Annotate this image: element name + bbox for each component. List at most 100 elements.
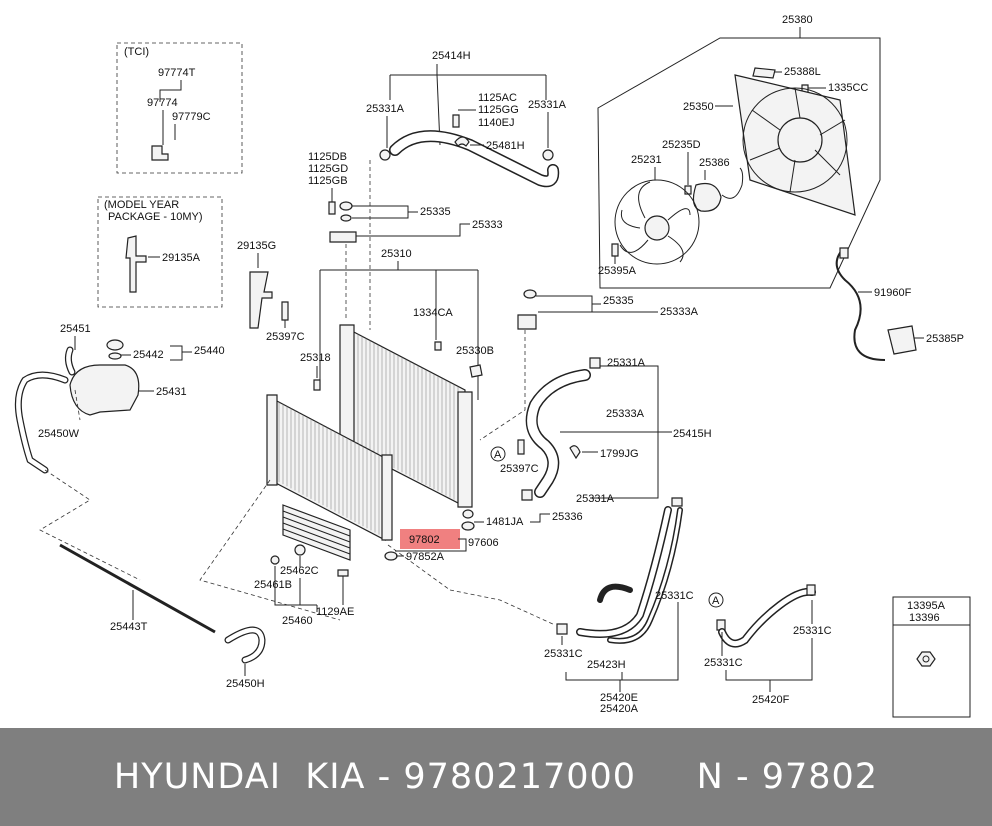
nut-inset: 13395A 13396	[892, 596, 971, 718]
label-25461B: 25461B	[254, 579, 292, 591]
label-25460: 25460	[282, 615, 313, 627]
radiator-group: 25310 1334CA 25330B 29135G 25397C 25318	[237, 240, 494, 508]
radiator-cap-icon	[329, 231, 357, 243]
tci-inset: (TCI) 97774T 97774 97779C	[116, 42, 243, 174]
label-25397C-left: 25397C	[266, 331, 305, 343]
label-model-year-1: (MODEL YEAR	[104, 199, 179, 211]
label-1335CC: 1335CC	[828, 82, 868, 94]
label-25330B: 25330B	[456, 345, 494, 357]
air-guard-side-icon	[249, 271, 273, 329]
label-25386: 25386	[699, 157, 730, 169]
label-circle-a2: A	[712, 595, 720, 607]
label-circle-a: A	[494, 449, 502, 461]
label-25336: 25336	[552, 511, 583, 523]
label-97779C: 97779C	[172, 111, 211, 123]
label-1140EJ: 1140EJ	[478, 117, 515, 129]
upper-hose-group: 25414H 25331A 25331A 1125AC 1125GG 1140E…	[366, 50, 567, 188]
reservoir-cap-icon	[106, 339, 124, 351]
label-25420A: 25420A	[600, 703, 639, 715]
label-25440: 25440	[194, 345, 225, 357]
label-25333: 25333	[472, 219, 503, 231]
label-13396: 13396	[909, 612, 940, 624]
part-97802-group: 97802 97606 97852A	[384, 529, 499, 563]
label-25231: 25231	[631, 154, 662, 166]
bracket-clip-icon	[454, 136, 470, 147]
label-25350: 25350	[683, 101, 714, 113]
tci-bracket-icon	[151, 145, 169, 161]
label-tci: (TCI)	[124, 46, 149, 58]
label-91960F: 91960F	[874, 287, 912, 299]
reservoir-tank-icon	[69, 364, 140, 416]
label-1334CA: 1334CA	[413, 307, 453, 319]
label-97606: 97606	[468, 537, 499, 549]
label-25388L: 25388L	[784, 66, 821, 78]
hose-clamp-icon	[379, 149, 391, 161]
reservoir-group: 25451 25442 25440 25431 25450W 25443T 25…	[14, 323, 266, 690]
label-97774T: 97774T	[158, 67, 196, 79]
label-25415H: 25415H	[673, 428, 712, 440]
oil-cooler-group: 25462C 25461B 25460 1129AE	[254, 504, 354, 627]
label-1125GD: 1125GD	[308, 163, 348, 175]
bolt-icon	[452, 114, 460, 128]
label-1799JG: 1799JG	[600, 448, 639, 460]
label-25462C: 25462C	[280, 565, 319, 577]
label-25420E: 25420E	[600, 692, 638, 704]
label-25385P: 25385P	[926, 333, 964, 345]
oil-cooler-icon	[282, 504, 351, 561]
parts-diagram: (TCI) 97774T 97774 97779C (MODEL YEAR PA…	[14, 14, 971, 718]
nut-icon	[916, 651, 936, 667]
label-1481JA: 1481JA	[486, 516, 524, 528]
air-guard-icon	[125, 235, 147, 293]
label-25442: 25442	[133, 349, 164, 361]
label-1125GB: 1125GB	[308, 175, 348, 187]
label-25331A-low: 25331A	[576, 493, 615, 505]
label-25331C-c: 25331C	[704, 657, 743, 669]
label-25331A-left: 25331A	[366, 103, 405, 115]
label-1125DB: 1125DB	[308, 151, 347, 163]
label-29135G: 29135G	[237, 240, 276, 252]
label-25420F: 25420F	[752, 694, 790, 706]
label-25310: 25310	[381, 248, 412, 260]
fan-assembly-group: 25380 25388L 1335CC 25350 25235D 25231 2…	[597, 14, 881, 289]
lower-hose-group-e: 25331C 25331C 25423H 25420E 25420A	[449, 497, 694, 715]
label-97852A: 97852A	[406, 551, 445, 563]
label-25450H: 25450H	[226, 678, 265, 690]
fan-motor-icon	[692, 182, 722, 212]
label-97802: 97802	[409, 534, 440, 546]
lower-hose-group-f: A 25331C 25331C 25420F	[704, 584, 832, 706]
label-25335-top: 25335	[420, 206, 451, 218]
label-25481H: 25481H	[486, 140, 525, 152]
cap-group: 1125DB 1125GD 1125GB 25335 25333	[308, 151, 503, 330]
label-25331A-hose: 25331A	[607, 357, 646, 369]
label-25380: 25380	[782, 14, 813, 26]
label-29135A: 29135A	[162, 252, 201, 264]
label-25331C-b: 25331C	[544, 648, 583, 660]
wiring-group: 91960F 25385P	[835, 247, 964, 361]
label-25397C-right: 25397C	[500, 463, 539, 475]
label-25318: 25318	[300, 352, 331, 364]
label-25333A-mid: 25333A	[660, 306, 699, 318]
highlight-97802	[400, 529, 460, 549]
label-25331C-d: 25331C	[793, 625, 832, 637]
label-25333A-hose: 25333A	[606, 408, 645, 420]
label-1125AC: 1125AC	[478, 92, 517, 104]
label-25443T: 25443T	[110, 621, 148, 633]
label-25431: 25431	[156, 386, 187, 398]
label-1129AE: 1129AE	[316, 606, 354, 618]
model-year-inset: (MODEL YEAR PACKAGE - 10MY) 29135A	[97, 196, 223, 308]
label-1125GG: 1125GG	[478, 104, 519, 116]
label-25235D: 25235D	[662, 139, 701, 151]
label-25331A-right: 25331A	[528, 99, 567, 111]
radiator-fittings: 25335 25333A 25331A 25333A 25415H 1799JG…	[461, 289, 712, 531]
label-25335-mid: 25335	[603, 295, 634, 307]
label-25450W: 25450W	[38, 428, 80, 440]
label-model-year-2: PACKAGE - 10MY)	[108, 211, 203, 223]
condenser-group	[199, 394, 451, 621]
label-97774: 97774	[147, 97, 178, 109]
label-25395A: 25395A	[598, 265, 637, 277]
label-13395A: 13395A	[907, 600, 946, 612]
cap-neck-icon	[517, 314, 537, 330]
footer-text: HYUNDAI KIA - 9780217000 N - 97802	[113, 757, 879, 797]
part-number-banner: HYUNDAI KIA - 9780217000 N - 97802	[0, 728, 992, 826]
fan-blade-hub-icon	[644, 215, 670, 241]
